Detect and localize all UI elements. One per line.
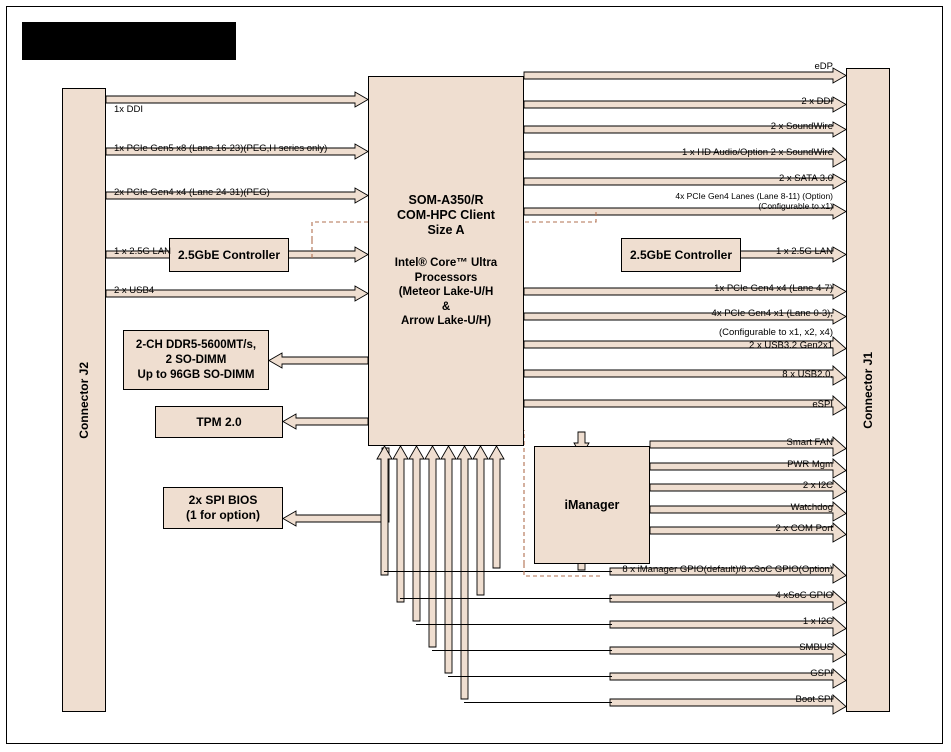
lan-controller-right-label: 2.5GbE Controller (629, 247, 733, 262)
soc-line-6: (Meteor Lake-U/H (398, 286, 494, 299)
connector-j1: Connector J1 (846, 68, 890, 712)
right-label-espi: eSPI (812, 399, 833, 410)
lan-controller-left-label: 2.5GbE Controller (177, 247, 281, 262)
lan-controller-right: 2.5GbE Controller (621, 238, 741, 272)
connector-j1-label: Connector J1 (861, 351, 875, 429)
right-label-soc-gpio: 4 xSoC GPIO (775, 590, 833, 601)
soc-line-2: COM-HPC Client (397, 208, 495, 223)
connector-j2-label: Connector J2 (77, 361, 91, 439)
right-label-pcie-0-3: 4x PCIe Gen4 x1 (Lane 0-3), (711, 308, 833, 319)
imanager-label: iManager (564, 498, 620, 512)
right-label-lan: 1 x 2.5G LAN (775, 246, 833, 257)
right-label-smart-fan: Smart FAN (786, 437, 833, 448)
soc-line-1: SOM-A350/R (408, 193, 484, 208)
right-label-i2c-2x: 2 x I2C (802, 480, 833, 491)
right-label-pcie-config: (Configurable to x1, x2, x4) (718, 327, 833, 338)
right-label-pcie-opt-1: 4x PCIe Gen4 Lanes (Lane 8-11) (Option) (675, 191, 833, 201)
right-label-ddi: 2 x DDI (801, 96, 833, 107)
soc-line-4: Intel® Core™ Ultra (394, 257, 498, 270)
right-label-soundwire: 2 x SoundWire (770, 121, 833, 132)
left-label-pcie-gen5: 1x PCIe Gen5 x8 (Lane 16-23)(PEG,H serie… (114, 143, 328, 154)
right-label-usb32: 2 x USB3.2 Gen2x1 (749, 340, 833, 351)
spi-line-1: 2x SPI BIOS (188, 493, 258, 507)
right-label-edp: eDP (814, 61, 833, 72)
right-label-hd-audio: 1 x HD Audio/Option 2 x SoundWire (681, 147, 833, 158)
memory-line-2: 2 SO-DIMM (165, 353, 227, 366)
right-label-boot-spi: Boot SPI (795, 694, 834, 705)
soc-line-7: & (441, 300, 451, 313)
tpm-block: TPM 2.0 (155, 406, 283, 438)
memory-line-1: 2-CH DDR5-5600MT/s, (135, 338, 257, 351)
right-label-com-port: 2 x COM Port (775, 523, 833, 534)
spi-bios-block: 2x SPI BIOS (1 for option) (163, 487, 283, 529)
tpm-label: TPM 2.0 (196, 414, 242, 429)
right-label-gpio: 8 x iManager GPIO(default)/8 xSoC GPIO(O… (622, 564, 833, 575)
soc-line-3: Size A (427, 223, 465, 238)
left-label-usb4: 2 x USB4 (114, 285, 155, 296)
right-label-i2c: 1 x I2C (802, 616, 833, 627)
right-label-smbus: SMBUS (799, 642, 833, 653)
spi-line-2: (1 for option) (186, 508, 260, 522)
soc-line-5: Processors (414, 271, 478, 284)
title-black-bar (22, 22, 236, 60)
lan-controller-left: 2.5GbE Controller (169, 238, 289, 272)
left-label-ddi: 1x DDI (114, 104, 144, 115)
diagram-frame (6, 6, 943, 744)
left-label-lan: 1 x 2.5G LAN (114, 246, 172, 257)
right-label-pwr-mgm: PWR Mgm (787, 459, 833, 470)
right-label-usb20: 8 x USB2.0, (782, 369, 833, 380)
right-label-pcie-opt-2: (Configurable to x1) (758, 201, 833, 211)
right-label-sata: 2 x SATA 3.0 (778, 173, 833, 184)
memory-block: 2-CH DDR5-5600MT/s, 2 SO-DIMM Up to 96GB… (123, 330, 269, 390)
connector-j2: Connector J2 (62, 88, 106, 712)
soc-block: SOM-A350/R COM-HPC Client Size A Intel® … (368, 76, 524, 446)
soc-line-8: Arrow Lake-U/H) (400, 315, 492, 328)
right-label-pcie-4-7: 1x PCIe Gen4 x4 (Lane 4-7) (714, 283, 833, 294)
right-label-gspi: GSPI (810, 668, 833, 679)
left-label-pcie-gen4: 2x PCIe Gen4 x4 (Lane 24-31)(PEG) (114, 187, 270, 198)
right-label-watchdog: Watchdog (790, 502, 833, 513)
imanager-block: iManager (534, 446, 650, 564)
memory-line-3: Up to 96GB SO-DIMM (137, 368, 255, 381)
